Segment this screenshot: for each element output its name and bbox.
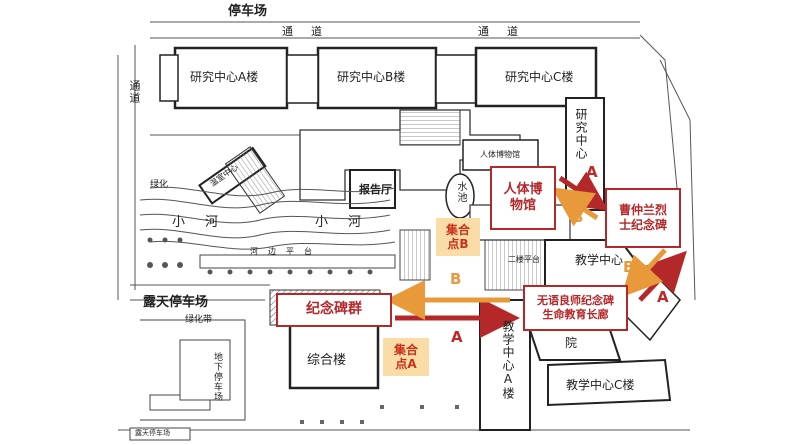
research-b-label: 研究中心B楼	[337, 70, 406, 84]
road-lines	[117, 21, 696, 431]
corridor-line2: 生命教育长廊	[542, 308, 609, 321]
body-museum-text: 人体博物馆	[503, 181, 543, 213]
water-pool-label: 水池	[455, 181, 466, 203]
assembly-point-a: 集合 点A	[383, 338, 429, 376]
corridor-line1: 无语良师纪念碑	[537, 294, 614, 308]
river-label-1: 小	[172, 215, 186, 230]
complex-label: 综合楼	[307, 353, 347, 368]
cao-memorial-highlight: 曹仲兰烈士纪念碑	[605, 188, 681, 248]
route-b-label-3: B	[623, 258, 635, 276]
green2-label: 绿化带	[185, 315, 213, 325]
route-b-label-1: B	[450, 270, 462, 288]
assembly-b-line1: 集合	[445, 222, 470, 237]
route-b-label-2: B	[572, 208, 584, 226]
assembly-a-line2: 点A	[395, 357, 417, 371]
river-label-2: 河	[205, 215, 219, 230]
assembly-a-line1: 集合	[393, 342, 418, 357]
research-a-label: 研究中心A楼	[190, 70, 259, 84]
route-b-line-3	[621, 248, 667, 298]
report-hall-label: 报告厅	[359, 183, 392, 196]
cao-memorial-text: 曹仲兰烈士纪念碑	[618, 203, 667, 232]
monument-group-text: 纪念碑群	[306, 301, 362, 318]
river-label-4: 河	[348, 215, 362, 230]
teaching-c-label: 教学中心C楼	[566, 378, 635, 392]
monument-group-highlight: 纪念碑群	[276, 293, 392, 327]
river	[139, 186, 396, 250]
underground-label: 地下停车场	[212, 352, 222, 402]
west-road-label: 通道	[128, 80, 141, 104]
green-label: 绿化	[150, 180, 169, 190]
teaching-a-label: 教学中心A楼	[501, 320, 515, 400]
top-parking-label: 停车场	[228, 4, 268, 19]
teaching-center-label: 教学中心	[575, 253, 624, 267]
assembly-b-line2: 点B	[447, 237, 469, 251]
research-vertical-label: 研究中心	[574, 108, 588, 160]
body-museum-highlight: 人体博物馆	[490, 166, 556, 230]
riverside-label: 河边平台	[250, 247, 322, 256]
research-c-building	[474, 46, 598, 108]
route-a-label-1: A	[451, 328, 463, 346]
body-museum-small-label: 人体博物馆	[480, 150, 520, 159]
complex-building	[288, 323, 380, 390]
research-b-building	[316, 46, 438, 110]
north-road-label-2: 通道	[478, 25, 536, 38]
north-road-label-1: 通道	[282, 25, 340, 38]
route-a-label-2: A	[586, 163, 598, 181]
bottom-parking-label: 露天停车场	[135, 429, 170, 437]
yuan-label: 院	[565, 336, 578, 350]
open-parking-label: 露天停车场	[143, 295, 209, 310]
river-label-3: 小	[315, 215, 329, 230]
assembly-point-b: 集合 点B	[436, 218, 480, 256]
route-b-line-2	[551, 187, 599, 227]
corridor-highlight: 无语良师纪念碑 生命教育长廊	[523, 285, 628, 331]
second-platform-label: 二楼平台	[508, 255, 540, 264]
research-c-label: 研究中心C楼	[505, 70, 574, 84]
teaching-c-building	[547, 358, 672, 407]
route-a-label-3: A	[657, 288, 669, 306]
